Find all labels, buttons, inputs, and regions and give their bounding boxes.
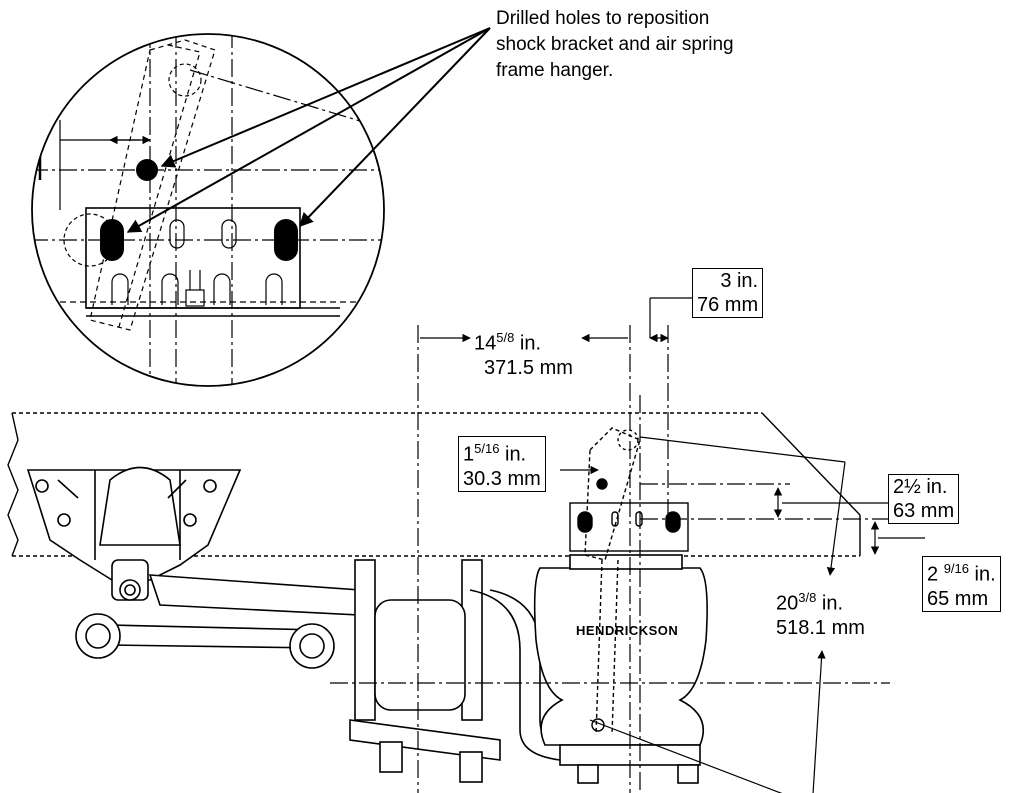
dim-3in-label: 3 in. 76 mm — [692, 268, 764, 318]
dim-14-5-8-label: 145/8 in. 371.5 mm — [474, 326, 573, 380]
dim-metric: 30.3 mm — [463, 467, 541, 490]
brand-label: HENDRICKSON — [576, 623, 679, 638]
dimension-lines — [330, 297, 925, 793]
dim-fraction: 9/16 — [943, 561, 969, 576]
dim-metric: 65 mm — [927, 587, 989, 610]
dim-unit: in. — [969, 563, 996, 586]
dim-metric: 63 mm — [893, 500, 955, 522]
dim-fraction: 5/8 — [496, 330, 515, 345]
dim-1-5-16-label: 15/16 in. 30.3 mm — [458, 436, 546, 492]
dim-fraction: 5/16 — [474, 441, 500, 456]
drilled-hole — [274, 219, 298, 261]
drilled-hole — [136, 159, 158, 181]
air-spring — [533, 554, 708, 784]
dim-20-3-8-label: 203/8 in. 518.1 mm — [776, 586, 865, 640]
drilled-hole — [100, 219, 124, 261]
dim-imperial: 203/8 in. — [776, 586, 865, 616]
front-hanger — [26, 466, 242, 601]
dim-imperial: 2 9/16 in. — [927, 557, 996, 587]
dim-whole: 2 — [927, 563, 944, 586]
callout-line: shock bracket and air spring — [496, 34, 734, 55]
torque-rod — [75, 574, 361, 669]
detail-circle — [31, 33, 385, 387]
dim-imperial: 15/16 in. — [463, 437, 541, 467]
dim-unit: in. — [499, 443, 527, 466]
dim-metric: 518.1 mm — [776, 616, 865, 639]
dim-imperial: 145/8 in. — [474, 326, 573, 356]
dim-imperial: 2½ in. — [893, 476, 948, 498]
callout-leaders — [126, 27, 491, 233]
callout-line: frame hanger. — [496, 60, 614, 81]
dim-fraction: 3/8 — [798, 590, 817, 605]
callout-line: Drilled holes to reposition — [496, 8, 710, 29]
dim-whole: 14 — [474, 332, 497, 355]
dim-2-1-2-label: 2½ in. 63 mm — [888, 474, 960, 524]
dim-unit: in. — [514, 332, 542, 355]
dim-2-9-16-label: 2 9/16 in. 65 mm — [922, 556, 1001, 612]
dim-whole: 20 — [776, 592, 799, 615]
dim-unit: in. — [816, 592, 844, 615]
dim-metric: 371.5 mm — [484, 356, 573, 379]
dim-imperial: 3 in. — [720, 270, 759, 292]
dim-whole: 1 — [463, 443, 475, 466]
shock-bracket — [569, 427, 689, 736]
drilled-holes-callout: Drilled holes to reposition shock bracke… — [496, 6, 734, 84]
dim-metric: 76 mm — [697, 294, 759, 316]
